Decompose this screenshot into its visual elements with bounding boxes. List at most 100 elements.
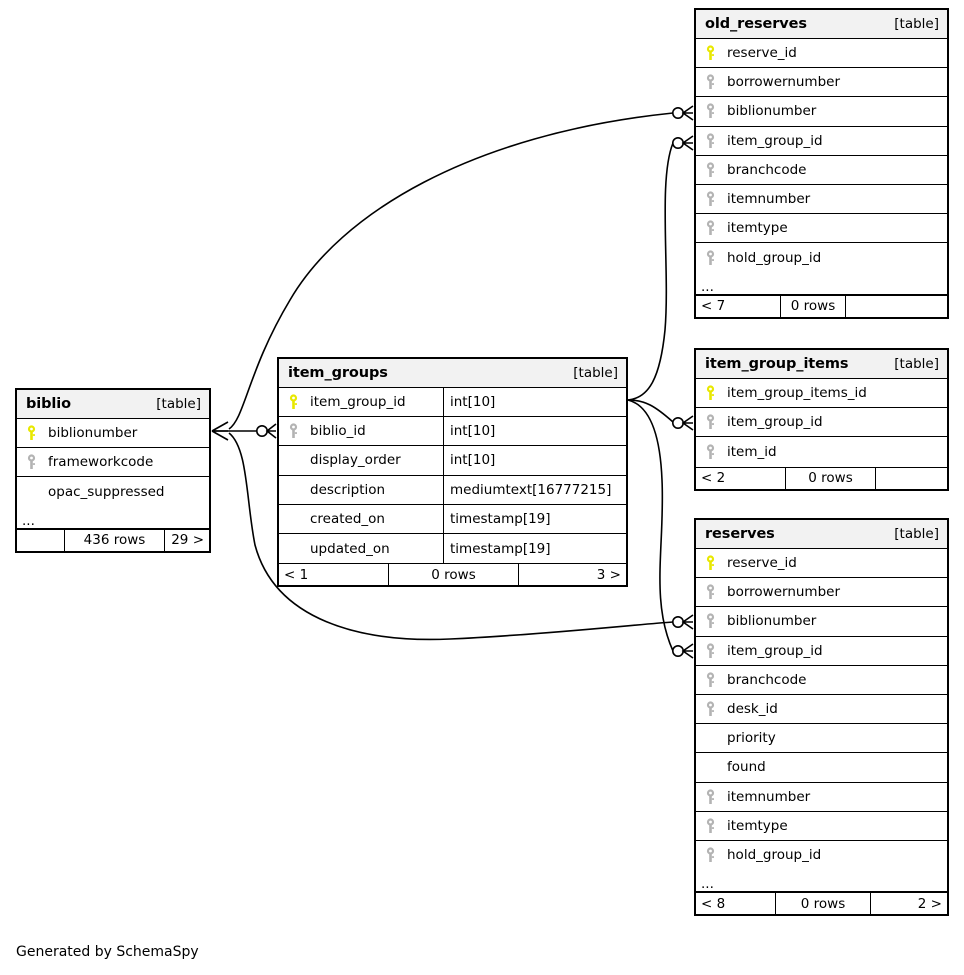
column-name-cell: item_id bbox=[696, 444, 947, 460]
column-name: display_order bbox=[310, 452, 401, 469]
footer-row-count: 0 rows bbox=[781, 295, 846, 317]
column-row[interactable]: branchcode bbox=[696, 665, 947, 695]
column-name-cell: updated_on bbox=[279, 541, 443, 557]
column-row[interactable]: created_on timestamp[19] bbox=[279, 504, 626, 534]
column-row[interactable]: borrowernumber bbox=[696, 68, 947, 98]
column-name: itemnumber bbox=[727, 788, 811, 805]
table-biblio[interactable]: biblio[table] biblionumber frameworkcode op… bbox=[15, 388, 211, 553]
column-name: borrowernumber bbox=[727, 74, 841, 91]
footer-child-count[interactable]: 3 > bbox=[596, 566, 621, 583]
column-row[interactable]: hold_group_id bbox=[696, 840, 947, 871]
column-name: created_on bbox=[310, 510, 385, 527]
column-name-cell: itemtype bbox=[696, 220, 947, 236]
footer-row-count: 436 rows bbox=[65, 529, 165, 551]
column-row[interactable]: itemnumber bbox=[696, 782, 947, 812]
column-row[interactable]: reserve_id bbox=[696, 549, 947, 579]
foreign-key-icon bbox=[26, 454, 48, 470]
footer-child-count[interactable] bbox=[876, 468, 947, 489]
column-row[interactable]: biblionumber bbox=[17, 419, 209, 449]
column-name-cell: created_on bbox=[279, 511, 443, 527]
column-name: biblionumber bbox=[48, 425, 138, 442]
table-name: item_groups bbox=[288, 365, 388, 381]
foreign-key-icon bbox=[705, 220, 727, 236]
column-name-cell: branchcode bbox=[696, 162, 947, 178]
column-row[interactable]: opac_suppressed bbox=[17, 477, 209, 507]
edge-item-groups-to-old-reserves-item-group-id bbox=[627, 142, 674, 401]
column-row[interactable]: biblionumber bbox=[696, 97, 947, 127]
edge-item-groups-to-item-group-items bbox=[627, 399, 674, 423]
footer-parent-count[interactable]: < 8 bbox=[696, 893, 776, 915]
table-header-biblio: biblio[table] bbox=[17, 390, 209, 419]
foreign-key-icon bbox=[705, 584, 727, 600]
column-row[interactable]: item_group_items_id bbox=[696, 379, 947, 409]
column-row[interactable]: borrowernumber bbox=[696, 578, 947, 608]
column-name: opac_suppressed bbox=[48, 483, 165, 500]
footer-row-count: 0 rows bbox=[786, 467, 876, 489]
footer-child-count[interactable]: 2 > bbox=[917, 895, 942, 912]
footer-parent-count[interactable]: < 7 bbox=[696, 295, 781, 317]
footer-parent-count[interactable]: < 2 bbox=[696, 467, 786, 489]
column-row[interactable]: branchcode bbox=[696, 155, 947, 185]
column-row[interactable]: itemnumber bbox=[696, 184, 947, 215]
column-name-cell: borrowernumber bbox=[696, 584, 947, 600]
foreign-key-icon bbox=[705, 444, 727, 460]
table-name: old_reserves bbox=[705, 16, 807, 32]
more-columns-indicator: ... bbox=[696, 273, 947, 295]
column-name: description bbox=[310, 481, 386, 498]
foreign-key-icon bbox=[705, 818, 727, 834]
column-name: desk_id bbox=[727, 701, 778, 718]
primary-key-icon bbox=[26, 425, 48, 441]
column-row[interactable]: hold_group_id bbox=[696, 243, 947, 273]
footer-child-count[interactable]: 29 > bbox=[171, 532, 204, 549]
foreign-key-icon bbox=[705, 162, 727, 178]
column-row[interactable]: item_group_id bbox=[696, 636, 947, 666]
edge-item-groups-to-reserves-item-group-id bbox=[627, 399, 674, 652]
column-row[interactable]: found bbox=[696, 753, 947, 783]
table-name: item_group_items bbox=[705, 356, 849, 372]
table-type-label: [table] bbox=[573, 365, 618, 381]
column-name-cell: item_group_id bbox=[696, 414, 947, 430]
foreign-key-icon bbox=[705, 672, 727, 688]
column-row[interactable]: desk_id bbox=[696, 694, 947, 725]
primary-key-icon bbox=[705, 45, 727, 61]
column-row[interactable]: item_group_id bbox=[696, 408, 947, 438]
column-row[interactable]: biblionumber bbox=[696, 607, 947, 637]
table-type-label: [table] bbox=[894, 356, 939, 372]
foreign-key-icon bbox=[705, 613, 727, 629]
footer-parent-count[interactable] bbox=[17, 529, 65, 551]
column-name: biblionumber bbox=[727, 613, 817, 630]
column-name-cell: item_group_id bbox=[279, 394, 443, 410]
column-row[interactable]: item_group_id bbox=[696, 126, 947, 156]
column-row[interactable]: frameworkcode bbox=[17, 448, 209, 478]
footer-parent-count[interactable]: < 1 bbox=[279, 564, 389, 586]
column-name-cell: itemnumber bbox=[696, 191, 947, 207]
column-name-cell: hold_group_id bbox=[696, 250, 947, 266]
column-name-cell: biblionumber bbox=[696, 103, 947, 119]
column-name: found bbox=[727, 759, 766, 776]
footer-child-count[interactable] bbox=[846, 296, 947, 317]
column-row[interactable]: reserve_id bbox=[696, 39, 947, 69]
table-item_group_items[interactable]: item_group_items [table] item_group_items_… bbox=[694, 348, 949, 491]
column-type: int[10] bbox=[443, 446, 626, 475]
column-type: timestamp[19] bbox=[443, 504, 626, 533]
more-columns-indicator: ... bbox=[17, 507, 209, 529]
column-row[interactable]: display_order int[10] bbox=[279, 446, 626, 476]
column-row[interactable]: priority bbox=[696, 724, 947, 754]
column-row[interactable]: itemtype bbox=[696, 811, 947, 841]
column-name-cell: desk_id bbox=[696, 701, 947, 717]
column-name-cell: item_group_id bbox=[696, 133, 947, 149]
column-name-cell: item_group_id bbox=[696, 643, 947, 659]
foreign-key-icon bbox=[705, 414, 727, 430]
column-row[interactable]: itemtype bbox=[696, 214, 947, 244]
column-row[interactable]: item_id bbox=[696, 437, 947, 467]
